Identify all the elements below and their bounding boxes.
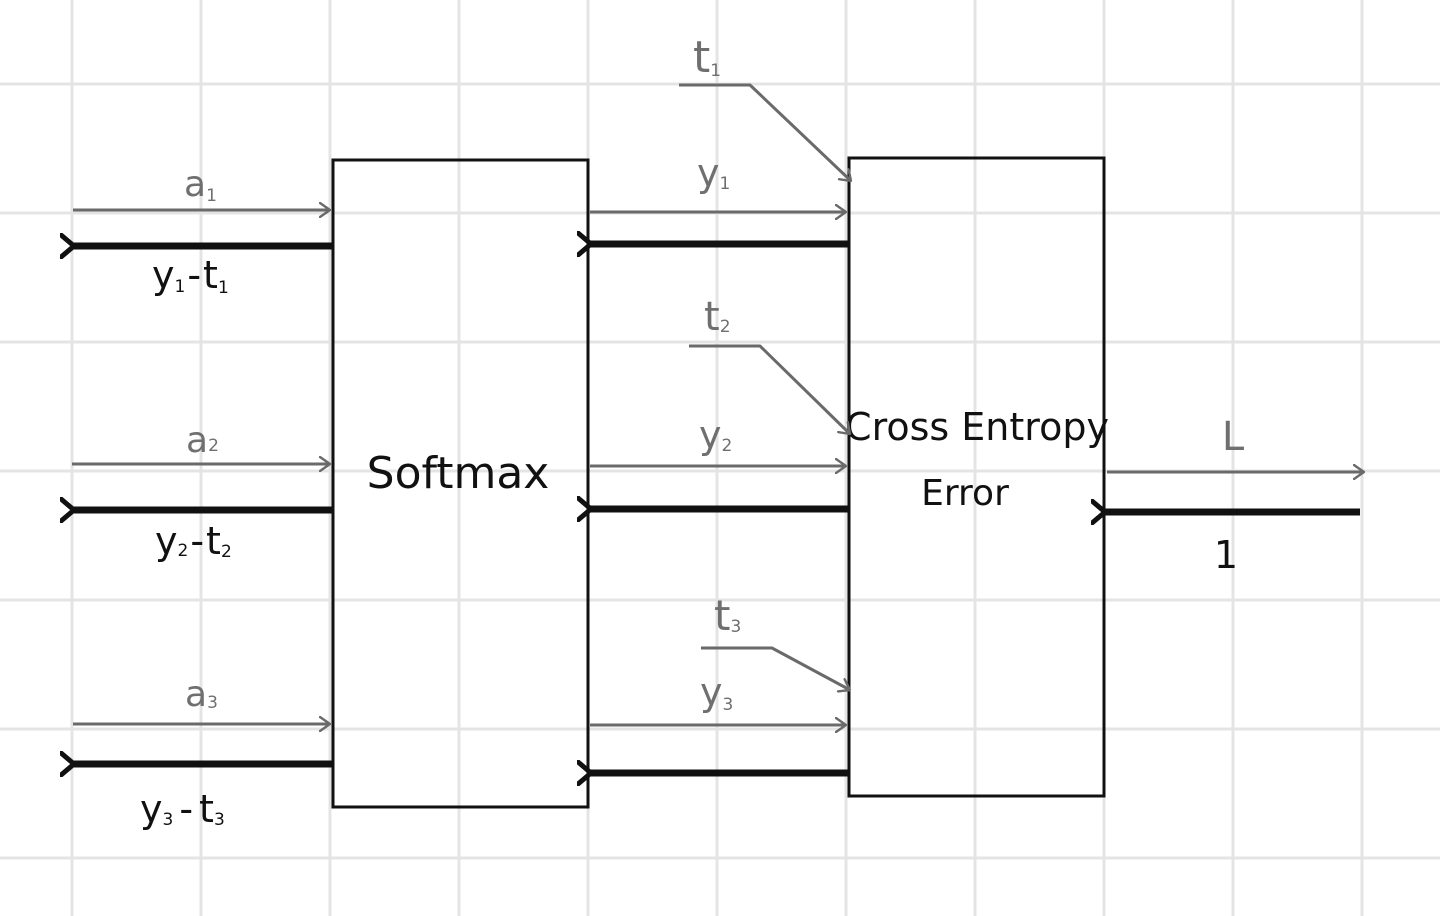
cross-entropy-label-line2: Error — [921, 473, 1009, 514]
cross-entropy-label-line1: Cross Entropy — [845, 405, 1109, 449]
label-y3: y3 — [700, 670, 733, 715]
label-a3: a3 — [185, 674, 218, 715]
target-arrow-t1 — [679, 83, 851, 181]
label-a1: a1 — [184, 164, 217, 206]
softmax-label: Softmax — [367, 448, 550, 499]
label-a2: a2 — [186, 420, 219, 461]
label-seed: 1 — [1214, 533, 1238, 577]
label-grad1: y1-t1 — [152, 253, 229, 298]
label-t1: t1 — [693, 32, 721, 83]
label-y2: y2 — [699, 413, 732, 457]
softmax-block — [331, 158, 590, 809]
target-arrow-t2 — [689, 344, 850, 434]
label-grad2: y2-t2 — [155, 519, 232, 563]
label-y1: y1 — [697, 151, 730, 195]
target-arrow-t3 — [701, 646, 850, 690]
label-grad3: y3-t3 — [140, 787, 225, 831]
label-loss: L — [1222, 414, 1245, 460]
label-t3: t3 — [714, 591, 741, 640]
cross-entropy-block — [847, 156, 1106, 798]
label-t2: t2 — [704, 294, 731, 340]
